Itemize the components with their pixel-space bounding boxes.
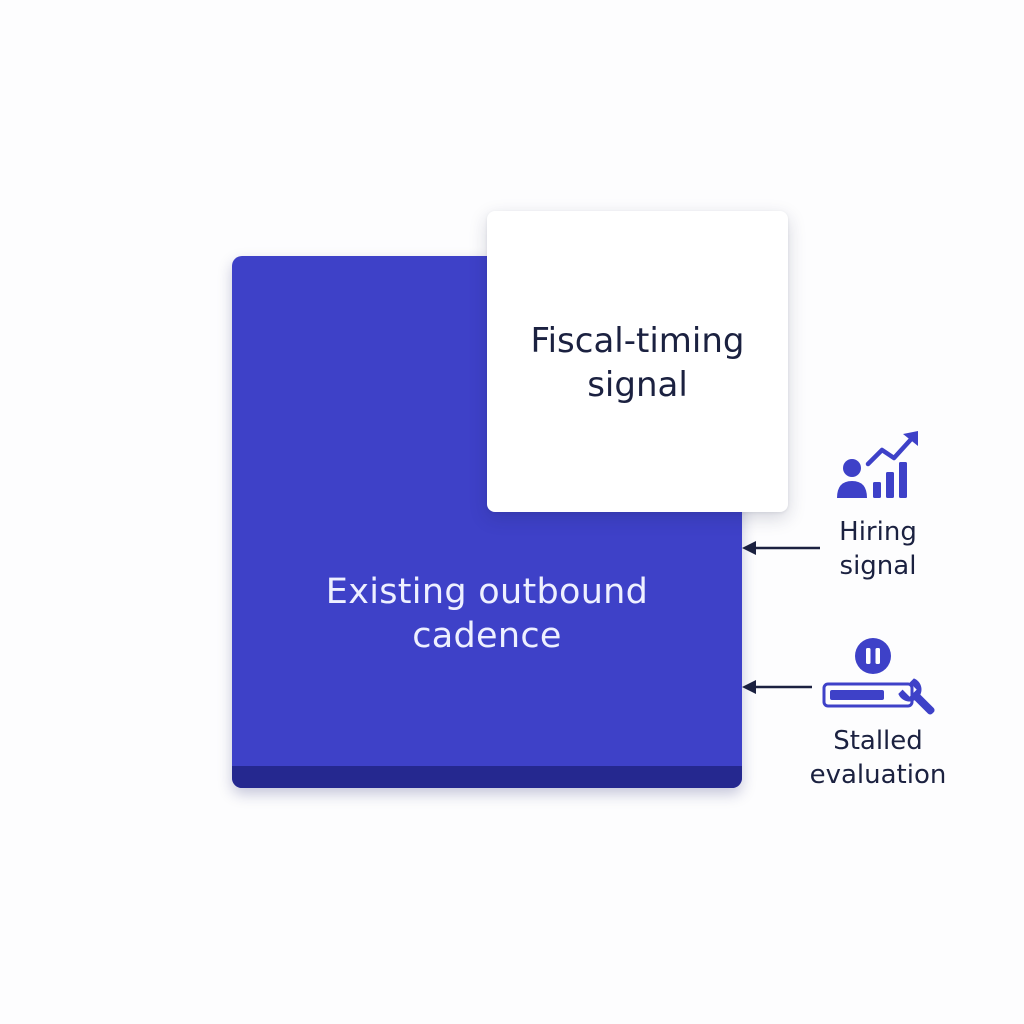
stalled-evaluation-arrow bbox=[742, 680, 812, 694]
block-base-edge bbox=[232, 766, 742, 788]
stalled-evaluation-label-line2: evaluation bbox=[809, 760, 947, 790]
stalled-evaluation-icon bbox=[822, 638, 935, 715]
stalled-evaluation-label: Stalled evaluation bbox=[798, 724, 958, 792]
main-block-label-line1: Existing outbound bbox=[325, 572, 649, 612]
main-block-label-line2: cadence bbox=[412, 616, 562, 656]
hiring-growth-icon bbox=[837, 431, 918, 498]
hiring-signal-label: Hiring signal bbox=[818, 515, 938, 583]
hiring-signal-label-line2: signal bbox=[839, 551, 917, 581]
hiring-signal-arrow bbox=[742, 541, 820, 555]
signal-card-label-line1: Fiscal-timing bbox=[530, 321, 745, 361]
signal-card-label: Fiscal-timing signal bbox=[487, 319, 788, 407]
main-block-label: Existing outbound cadence bbox=[232, 570, 742, 658]
fiscal-timing-signal-card: Fiscal-timing signal bbox=[487, 211, 788, 512]
hiring-signal-label-line1: Hiring bbox=[839, 517, 917, 547]
stalled-evaluation-label-line1: Stalled bbox=[833, 726, 923, 756]
signal-card-label-line2: signal bbox=[587, 365, 688, 405]
